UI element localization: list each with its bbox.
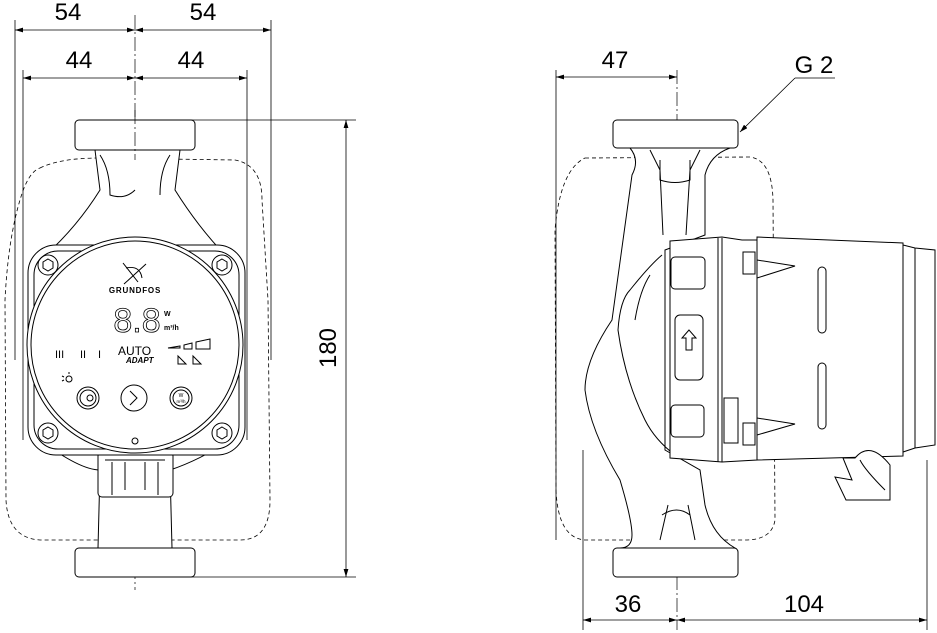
insulation-outline	[4, 157, 271, 541]
dimension-54-54: 54 54	[15, 0, 271, 33]
bolts	[37, 254, 233, 444]
speed-2-indicator: II	[80, 349, 86, 361]
front-view: 54 54 44 44 180	[4, 0, 356, 590]
select-button[interactable]	[120, 384, 148, 412]
top-flange-side	[612, 119, 739, 149]
side-view: 47 G 2 36 104	[554, 47, 936, 630]
bottom-flange-side	[612, 547, 739, 578]
auto-label: AUTO	[118, 344, 151, 358]
dim-mid-right: 44	[178, 47, 205, 74]
cable-connector	[97, 451, 174, 498]
bottom-flange	[74, 547, 196, 578]
dim-top-right: 54	[190, 0, 217, 26]
bolt-icon	[37, 254, 59, 276]
cable-gland	[834, 450, 891, 501]
dimension-180: 180	[315, 120, 349, 577]
insulation-outline-side	[554, 156, 776, 541]
dimension-47: 47	[556, 47, 677, 80]
night-mode-icon	[61, 372, 73, 383]
dim-mid-left: 44	[66, 47, 93, 74]
speed-1-indicator: I	[98, 349, 101, 361]
dim-top-left: 54	[55, 0, 82, 26]
dim-height: 180	[315, 328, 342, 368]
unit-power: W	[164, 311, 171, 318]
thread-callout: G 2	[739, 52, 835, 133]
adapt-label: ADAPT	[125, 356, 155, 365]
dim-side-bottom-right: 104	[784, 591, 824, 618]
svg-text:GRUNDFOS: GRUNDFOS	[109, 286, 161, 295]
unit-toggle-button[interactable]: W m³/h	[169, 386, 193, 410]
dim-side-top: 47	[602, 47, 629, 74]
bolt-icon	[37, 422, 59, 444]
display-readout: 8.8	[113, 302, 160, 340]
dim-side-bottom-left: 36	[615, 591, 642, 618]
flow-direction-arrow	[674, 314, 704, 381]
dimension-36-104: 36 104	[583, 591, 927, 623]
pump-housing-side	[584, 147, 737, 549]
unit-flow: m³/h	[164, 325, 179, 332]
bolt-icon	[211, 254, 233, 276]
speed-3-indicator: III	[55, 349, 64, 361]
svg-text:m³/h: m³/h	[177, 399, 186, 404]
grundfos-logo: GRUNDFOS	[109, 262, 161, 295]
control-panel: GRUNDFOS 8.8 W m³/h III II I AUTO ADAPT …	[55, 262, 211, 412]
thread-label: G 2	[795, 52, 834, 79]
pressure-curve-icons	[167, 338, 211, 365]
motor-housing	[756, 236, 904, 461]
motor-end-cap	[902, 244, 936, 453]
night-mode-button[interactable]	[76, 386, 100, 410]
terminal-box	[669, 236, 758, 463]
svg-text:W: W	[179, 393, 184, 399]
dimension-44-44: 44 44	[23, 47, 247, 81]
bolt-icon	[211, 422, 233, 444]
